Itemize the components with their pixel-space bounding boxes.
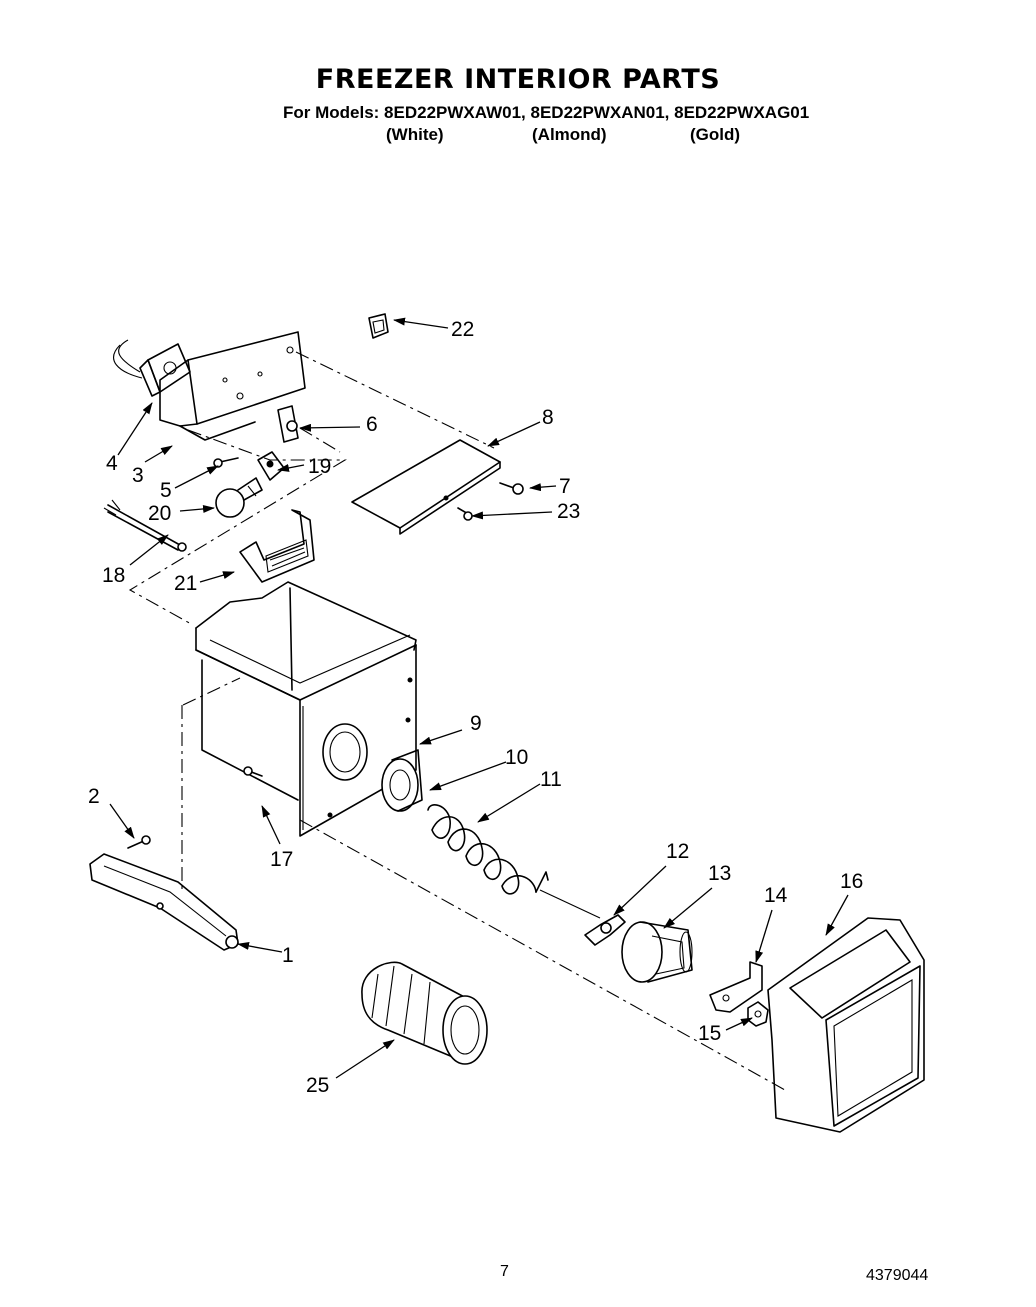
auger-cover-part-25: [361, 961, 488, 1065]
callout-3: 3: [132, 464, 144, 487]
callout-4: 4: [106, 452, 118, 475]
clip-part-22: [368, 313, 389, 339]
document-number: 4379044: [866, 1267, 929, 1284]
callout-22: 22: [451, 318, 474, 341]
leader-arrows: [109, 317, 849, 1079]
bulb-part-20: [215, 477, 263, 518]
callout-20: 20: [148, 502, 171, 525]
callout-14: 14: [764, 884, 788, 907]
drum-part-13: [621, 921, 693, 983]
page-number: 7: [500, 1263, 509, 1280]
variant-almond: (Almond): [532, 125, 607, 144]
callout-18: 18: [102, 564, 125, 587]
switch-part-6: [277, 405, 299, 443]
ice-bin-part-9: [195, 581, 417, 837]
screw-part-2: [127, 835, 151, 849]
callout-6: 6: [366, 413, 378, 436]
harness-part-18: [103, 499, 187, 552]
callout-19: 19: [308, 455, 331, 478]
bracket-part-3: [159, 331, 306, 441]
motor-part-4: [113, 339, 191, 397]
callout-10: 10: [505, 746, 528, 769]
shield-part-21: [239, 509, 315, 583]
variant-white: (White): [386, 125, 444, 144]
models-line: For Models: 8ED22PWXAW01, 8ED22PWXAN01, …: [283, 103, 810, 122]
blade-part-12: [584, 914, 626, 946]
callout-15: 15: [698, 1022, 721, 1045]
callout-23: 23: [557, 500, 580, 523]
callout-25: 25: [306, 1074, 329, 1097]
auger-part-11: [427, 804, 601, 919]
callout-21: 21: [174, 572, 197, 595]
callout-8: 8: [542, 406, 554, 429]
screw-part-17: [243, 766, 263, 777]
callout-16: 16: [840, 870, 863, 893]
bracket-part-14: [709, 961, 763, 1013]
callout-1: 1: [282, 944, 294, 967]
callout-9: 9: [470, 712, 482, 735]
bearing-part-10: [381, 749, 423, 812]
arm-part-1: [89, 853, 239, 951]
assembly-lines: [128, 351, 786, 1091]
cover-part-8: [351, 439, 501, 535]
callout-12: 12: [666, 840, 689, 863]
socket-part-19: [257, 451, 285, 481]
callout-5: 5: [160, 479, 172, 502]
nut-part-15: [747, 1001, 769, 1027]
callout-labels: 1 2 3 4 5 6 7 8 9 10 11 12 13 14 15 16 1…: [88, 318, 863, 1097]
callout-11: 11: [540, 768, 562, 791]
callout-17: 17: [270, 848, 293, 871]
screws-part-7-23: [457, 482, 524, 521]
callout-2: 2: [88, 785, 100, 808]
variant-gold: (Gold): [690, 125, 741, 144]
callout-7: 7: [559, 475, 571, 498]
front-cover-part-16: [767, 917, 925, 1133]
callout-13: 13: [708, 862, 731, 885]
page-title: FREEZER INTERIOR PARTS: [315, 64, 721, 95]
